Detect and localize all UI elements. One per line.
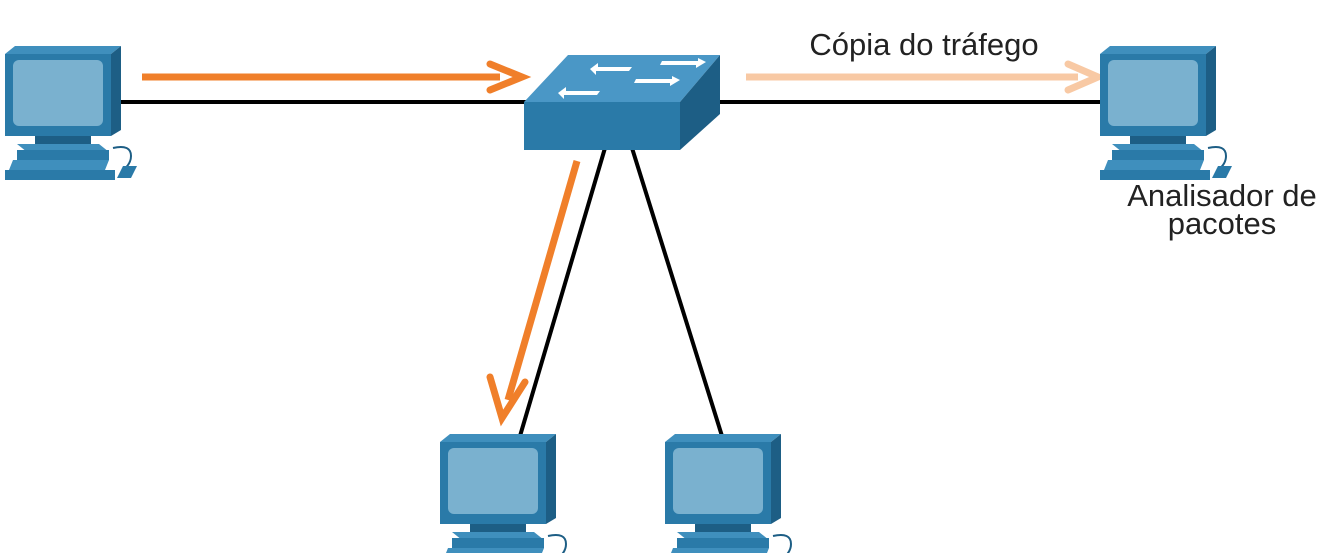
traffic-arrow-incoming [142, 60, 532, 94]
pc-other-icon [664, 433, 798, 553]
pc-source-icon [4, 45, 138, 181]
link-switch-pc-bottom-right [630, 147, 724, 437]
links [120, 100, 1120, 437]
packet-analyzer-label-line1: Analisador de [1127, 178, 1317, 213]
switch-arrows-icon [558, 58, 706, 99]
packet-analyzer-label-line2: pacotes [1168, 206, 1277, 241]
link-switch-pc-bottom-left [518, 147, 607, 437]
traffic-copy-arrow [746, 60, 1107, 94]
pc-destination-icon [439, 433, 573, 553]
network-switch-icon [524, 55, 720, 150]
packet-analyzer-pc-icon [1099, 45, 1233, 181]
traffic-arrow-outgoing [486, 160, 581, 427]
traffic-copy-label: Cópia do tráfego [809, 27, 1038, 62]
traffic-arrows [142, 60, 1107, 427]
